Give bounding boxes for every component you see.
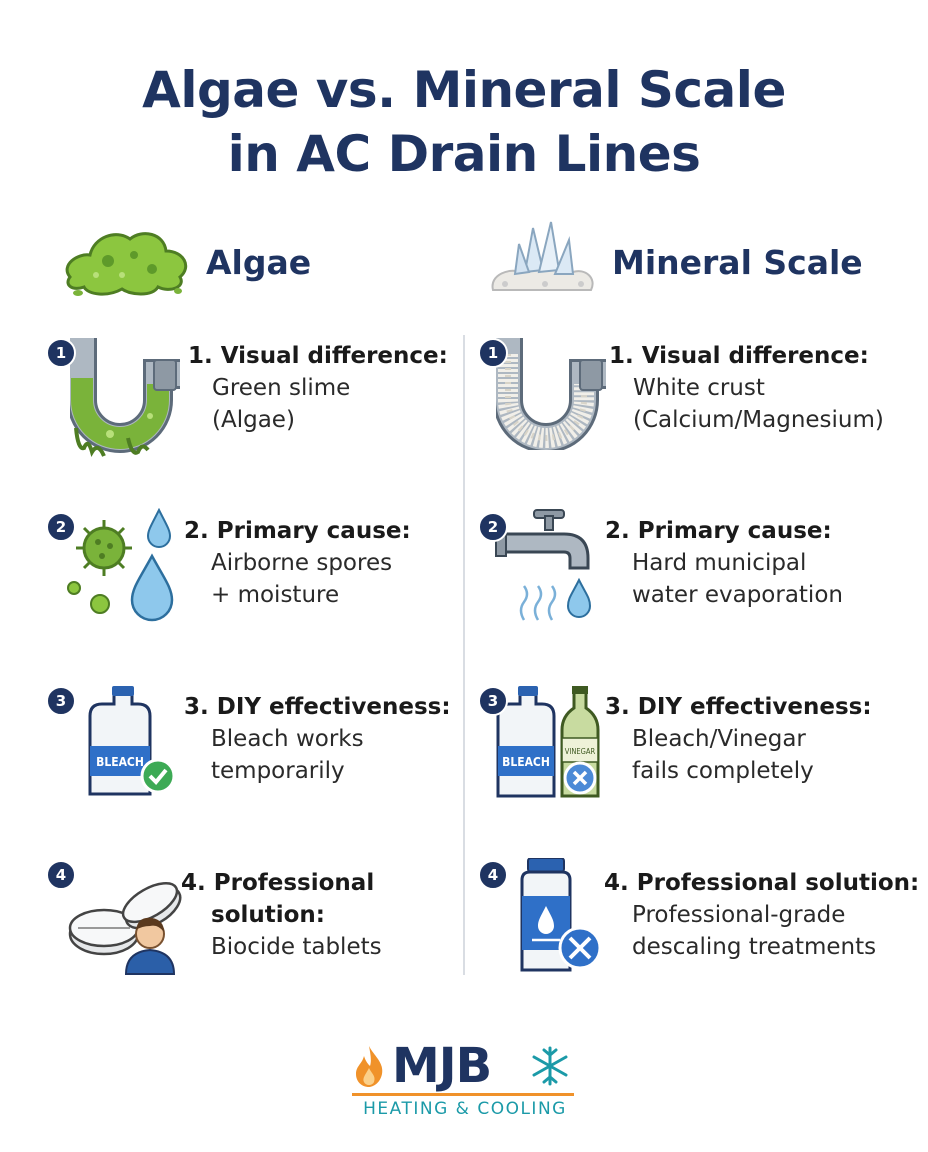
item-line: (Calcium/Magnesium) bbox=[633, 407, 884, 433]
item-line: Green slime bbox=[212, 375, 351, 401]
item-body: Biocide tablets bbox=[181, 931, 382, 963]
mineral-item-4: 4. Professional solution: Professional-g… bbox=[604, 867, 919, 963]
title-line-2: in AC Drain Lines bbox=[227, 125, 701, 183]
logo-wordmark: MJB bbox=[392, 1038, 492, 1094]
mineral-item-2: 2. Primary cause: Hard municipal water e… bbox=[605, 515, 843, 611]
mineral-item-1: 1. Visual difference: White crust (Calci… bbox=[609, 340, 884, 436]
step-badge: 1 bbox=[46, 338, 76, 368]
item-line: + moisture bbox=[211, 582, 340, 608]
snowflake-icon bbox=[532, 1046, 568, 1086]
item-heading: 2. Primary cause: bbox=[605, 518, 832, 544]
faucet-drip-icon bbox=[495, 509, 592, 621]
crystal-pile-icon bbox=[491, 221, 594, 291]
slimy-pipe-icon bbox=[70, 338, 180, 457]
item-line: Professional-grade bbox=[632, 902, 846, 928]
title-line-1: Algae vs. Mineral Scale bbox=[142, 61, 786, 119]
step-badge: 4 bbox=[478, 860, 508, 890]
item-line: Airborne spores bbox=[211, 550, 393, 576]
item-heading-line: 4. Professional bbox=[181, 870, 375, 896]
column-divider bbox=[463, 335, 465, 975]
spore-droplet-icon bbox=[67, 508, 174, 622]
algae-item-4: 4. Professional solution: Biocide tablet… bbox=[181, 867, 382, 963]
step-badge: 1 bbox=[478, 338, 508, 368]
bleach-label: BLEACH bbox=[502, 755, 550, 769]
item-heading: 4. Professional solution: bbox=[181, 867, 382, 931]
item-heading: 1. Visual difference: bbox=[609, 343, 869, 369]
item-body: White crust (Calcium/Magnesium) bbox=[609, 372, 884, 436]
item-heading-line: solution: bbox=[211, 902, 326, 928]
algae-blob-icon bbox=[65, 232, 188, 296]
item-body: Airborne spores + moisture bbox=[184, 547, 411, 611]
item-line: Hard municipal bbox=[632, 550, 807, 576]
step-badge: 4 bbox=[46, 860, 76, 890]
step-badge: 3 bbox=[478, 686, 508, 716]
bleach-check-icon: BLEACH bbox=[88, 686, 176, 796]
algae-item-2: 2. Primary cause: Airborne spores + mois… bbox=[184, 515, 411, 611]
item-line: temporarily bbox=[211, 758, 345, 784]
item-line: Biocide tablets bbox=[211, 934, 382, 960]
vinegar-label: VINEGAR bbox=[565, 747, 596, 756]
item-body: Green slime (Algae) bbox=[188, 372, 448, 436]
item-line: water evaporation bbox=[632, 582, 843, 608]
logo-underline bbox=[352, 1093, 574, 1096]
item-line: White crust bbox=[633, 375, 765, 401]
bleach-vinegar-x-icon: BLEACH VINEGAR bbox=[496, 686, 600, 798]
item-body: Professional-grade descaling treatments bbox=[604, 899, 919, 963]
item-line: (Algae) bbox=[212, 407, 295, 433]
bleach-label: BLEACH bbox=[96, 755, 144, 769]
algae-item-1: 1. Visual difference: Green slime (Algae… bbox=[188, 340, 448, 436]
item-body: Hard municipal water evaporation bbox=[605, 547, 843, 611]
item-body: Bleach works temporarily bbox=[184, 723, 451, 787]
item-heading: 3. DIY effectiveness: bbox=[184, 694, 451, 720]
bottle-wrench-icon bbox=[520, 858, 602, 972]
flame-icon bbox=[356, 1046, 383, 1087]
mineral-item-3: 3. DIY effectiveness: Bleach/Vinegar fai… bbox=[605, 691, 872, 787]
algae-item-3: 3. DIY effectiveness: Bleach works tempo… bbox=[184, 691, 451, 787]
step-badge: 3 bbox=[46, 686, 76, 716]
item-body: Bleach/Vinegar fails completely bbox=[605, 723, 872, 787]
item-line: Bleach works bbox=[211, 726, 364, 752]
item-heading: 2. Primary cause: bbox=[184, 518, 411, 544]
item-heading: 4. Professional solution: bbox=[604, 870, 920, 896]
item-heading: 3. DIY effectiveness: bbox=[605, 694, 872, 720]
item-line: fails completely bbox=[632, 758, 814, 784]
algae-heading: Algae bbox=[206, 243, 312, 282]
item-line: Bleach/Vinegar bbox=[632, 726, 806, 752]
item-heading: 1. Visual difference: bbox=[188, 343, 448, 369]
step-badge: 2 bbox=[478, 512, 508, 542]
page-title: Algae vs. Mineral Scale in AC Drain Line… bbox=[0, 58, 928, 186]
tablets-technician-icon bbox=[68, 881, 182, 975]
logo-tagline: HEATING & COOLING bbox=[363, 1099, 567, 1119]
crusted-pipe-icon bbox=[496, 338, 606, 450]
item-line: descaling treatments bbox=[632, 934, 877, 960]
mineral-scale-heading: Mineral Scale bbox=[612, 243, 863, 282]
step-badge: 2 bbox=[46, 512, 76, 542]
